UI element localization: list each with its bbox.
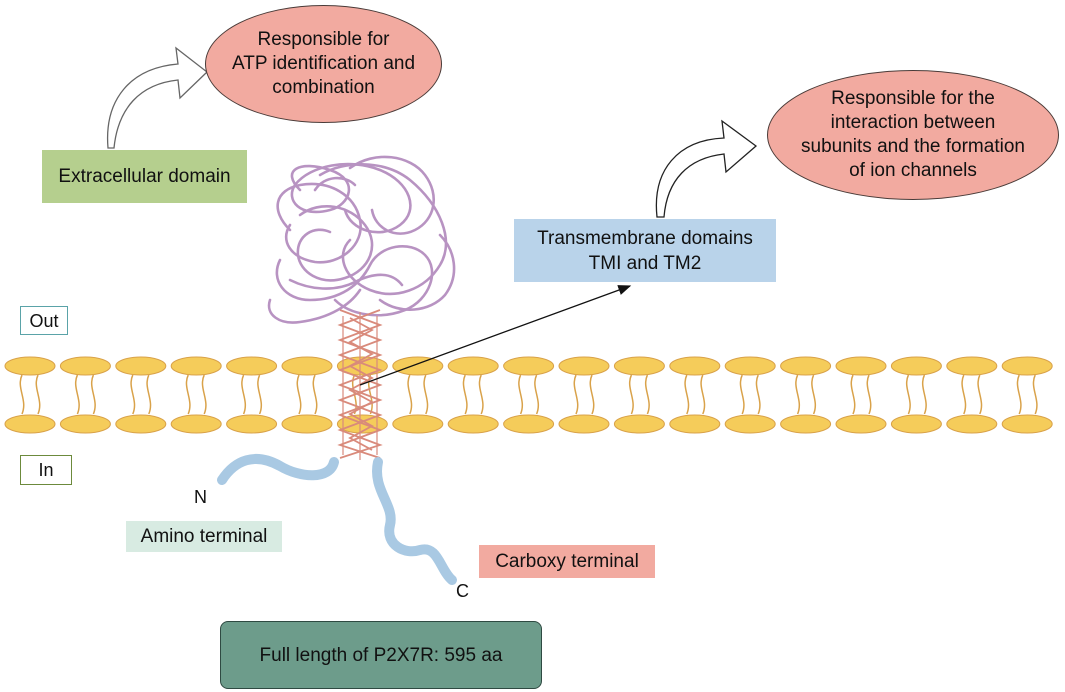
lipid-tail: [241, 374, 247, 415]
curved-arrow-transmembrane: [655, 119, 758, 218]
interaction-function-callout: Responsible for the interaction between …: [767, 70, 1059, 200]
lipid-head: [613, 414, 665, 434]
transmembrane-domains-label: Transmembrane domains TMI and TM2: [514, 219, 776, 282]
lipid-tail: [628, 374, 634, 415]
lipid-head: [780, 356, 832, 376]
lipid-tail: [146, 374, 152, 415]
pointer-arrow: [359, 285, 632, 386]
lipid-tail: [755, 374, 761, 415]
lipid-head: [336, 356, 388, 376]
lipid-head: [4, 356, 56, 376]
n-terminus-letter: N: [194, 487, 207, 507]
lipid-head: [669, 414, 721, 434]
lipid-tail: [201, 374, 207, 415]
lipid-head: [724, 414, 776, 434]
lipid-head: [170, 356, 222, 376]
lipid-bilayer: [4, 356, 1053, 434]
lipid-tail: [534, 374, 540, 415]
lipid-head: [115, 414, 167, 434]
lipid-head: [835, 414, 887, 434]
lipid-tail: [257, 374, 263, 415]
lipid-head: [59, 414, 111, 434]
lipid-head: [392, 414, 444, 434]
carboxy-terminal-tail: [372, 457, 457, 585]
lipid-tail: [977, 374, 983, 415]
lipid-tail: [644, 374, 650, 415]
lipid-head: [115, 356, 167, 376]
lipid-head: [226, 356, 278, 376]
lipid-tail: [739, 374, 745, 415]
lipid-head: [447, 356, 499, 376]
lipid-tail: [19, 374, 25, 415]
lipid-tail: [684, 374, 690, 415]
lipid-tail: [312, 374, 318, 415]
lipid-tail: [462, 374, 468, 415]
lipid-tail: [573, 374, 579, 415]
lipid-head: [669, 356, 721, 376]
lipid-tail: [811, 374, 817, 415]
amino-terminal-label: Amino terminal: [126, 521, 282, 552]
lipid-tail: [1016, 374, 1022, 415]
lipid-tail: [700, 374, 706, 415]
lipid-tail: [905, 374, 911, 415]
lipid-head: [946, 356, 998, 376]
lipid-head: [1001, 356, 1053, 376]
lipid-head: [890, 414, 942, 434]
lipid-head: [558, 356, 610, 376]
lipid-tail: [90, 374, 96, 415]
lipid-tail: [518, 374, 524, 415]
lipid-head: [724, 356, 776, 376]
lipid-head: [890, 356, 942, 376]
lipid-tail: [74, 374, 80, 415]
transmembrane-helices: [337, 309, 383, 460]
lipid-head: [503, 414, 555, 434]
lipid-head: [170, 414, 222, 434]
lipid-tail: [850, 374, 856, 415]
atp-function-callout: Responsible for ATP identification and c…: [205, 5, 442, 123]
lipid-tail: [130, 374, 136, 415]
lipid-tail: [367, 374, 373, 415]
lipid-head: [503, 356, 555, 376]
lipid-head: [392, 356, 444, 376]
extracellular-domain-label: Extracellular domain: [42, 150, 247, 203]
c-terminus-letter: C: [456, 581, 469, 601]
lipid-head: [946, 414, 998, 434]
lipid-head: [1001, 414, 1053, 434]
lipid-tail: [1032, 374, 1038, 415]
full-length-label: Full length of P2X7R: 595 aa: [220, 621, 542, 689]
lipid-tail: [589, 374, 595, 415]
lipid-tail: [478, 374, 484, 415]
lipid-tail: [185, 374, 191, 415]
amino-terminal-tail: [217, 453, 339, 485]
lipid-head: [59, 356, 111, 376]
carboxy-terminal-label: Carboxy terminal: [479, 545, 655, 578]
lipid-tail: [296, 374, 302, 415]
lipid-head: [447, 414, 499, 434]
lipid-head: [780, 414, 832, 434]
lipid-head: [281, 356, 333, 376]
lipid-head: [226, 414, 278, 434]
lipid-tail: [961, 374, 967, 415]
in-label: In: [20, 455, 72, 485]
lipid-head: [835, 356, 887, 376]
lipid-head: [281, 414, 333, 434]
lipid-tail: [921, 374, 927, 415]
out-label: Out: [20, 306, 68, 335]
lipid-tail: [866, 374, 872, 415]
lipid-head: [613, 356, 665, 376]
lipid-head: [558, 414, 610, 434]
curved-arrow-extracellular: [106, 46, 208, 149]
lipid-tail: [795, 374, 801, 415]
lipid-tail: [423, 374, 429, 415]
extracellular-domain-coil: [267, 155, 456, 324]
lipid-tail: [407, 374, 413, 415]
lipid-head: [4, 414, 56, 434]
lipid-tail: [35, 374, 41, 415]
